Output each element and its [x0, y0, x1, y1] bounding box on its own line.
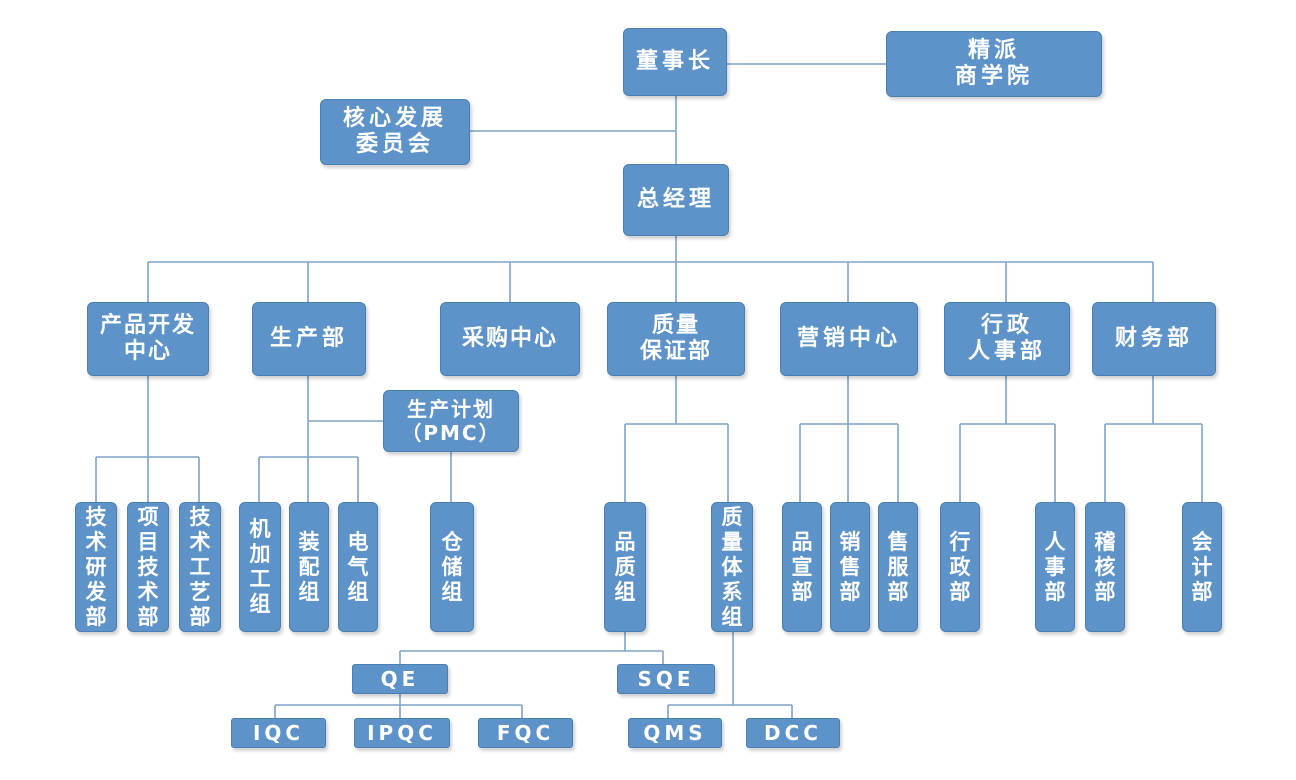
dept-finance: 财务部 — [1092, 302, 1216, 376]
business-school-box: 精派 商学院 — [886, 31, 1102, 97]
unit-dcc: DCC — [746, 718, 840, 748]
unit-sqe: SQE — [617, 664, 715, 694]
pmc-box: 生产计划 （PMC） — [383, 390, 519, 452]
team-sales: 销 售 部 — [830, 502, 870, 632]
dept-procurement: 采购中心 — [440, 302, 580, 376]
team-qc-group: 品 质 组 — [604, 502, 646, 632]
team-assembly: 装 配 组 — [289, 502, 329, 632]
team-admin: 行 政 部 — [940, 502, 980, 632]
core-committee-box: 核心发展 委员会 — [320, 99, 470, 165]
unit-iqc: IQC — [231, 718, 326, 748]
dept-production: 生产部 — [252, 302, 366, 376]
unit-qms: QMS — [628, 718, 722, 748]
dept-product-dev: 产品开发 中心 — [87, 302, 209, 376]
unit-qe: QE — [352, 664, 448, 694]
team-machining: 机 加 工 组 — [239, 502, 281, 632]
unit-fqc: FQC — [478, 718, 573, 748]
team-tech-rd: 技 术 研 发 部 — [75, 502, 117, 632]
chairman-box: 董事长 — [623, 28, 727, 96]
team-qms-group: 质 量 体 系 组 — [711, 502, 753, 632]
team-hr: 人 事 部 — [1035, 502, 1075, 632]
team-electrical: 电 气 组 — [338, 502, 378, 632]
dept-quality: 质量 保证部 — [607, 302, 745, 376]
team-accounting: 会 计 部 — [1182, 502, 1222, 632]
team-project-tech: 项 目 技 术 部 — [127, 502, 169, 632]
general-manager-box: 总经理 — [623, 164, 729, 236]
team-tech-process: 技 术 工 艺 部 — [179, 502, 221, 632]
team-after-sales: 售 服 部 — [878, 502, 918, 632]
dept-admin-hr: 行政 人事部 — [944, 302, 1070, 376]
team-warehouse: 仓 储 组 — [430, 502, 474, 632]
dept-marketing: 营销中心 — [780, 302, 918, 376]
unit-ipqc: IPQC — [354, 718, 450, 748]
team-brand-promo: 品 宣 部 — [782, 502, 822, 632]
team-audit: 稽 核 部 — [1085, 502, 1125, 632]
